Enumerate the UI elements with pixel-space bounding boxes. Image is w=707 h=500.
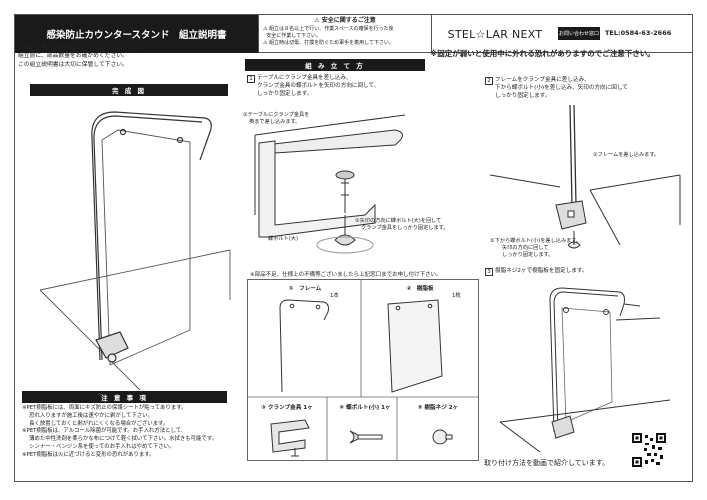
cautions-title: 注 意 事 項: [22, 391, 227, 403]
completion-title: 完 成 図: [30, 84, 228, 96]
warning-icon: ⚠: [263, 26, 268, 33]
assembly-title: 組 み 立 て 方: [245, 59, 425, 71]
part-frame-illustration: [279, 299, 329, 393]
part-clamp-qty: 1ヶ: [303, 405, 313, 411]
warning-icon: ⚠: [314, 17, 320, 24]
step-1-callout-2: ②矢印の方向に蝶ボルト(大)を回して クランプ金具をしっかり固定します。: [355, 218, 449, 232]
step-3-illustration: [499, 287, 671, 453]
step-3-number: 3: [485, 268, 493, 276]
brand-logo: STEL☆LAR NEXT: [447, 27, 543, 41]
safety-line: ⚠ 組立は８名以上で行い、作業スペースの確保を行った後: [263, 26, 394, 33]
wing-bolt-icon: [349, 430, 383, 444]
part-wing-bolt-label: ④ 蝶ボルト(小) 1ヶ: [339, 405, 391, 411]
safety-line: ⚠ 組立時は切傷、打撲を防ぐため軍手を着用して下さい。: [263, 39, 394, 46]
step-1-number: 1: [247, 75, 255, 83]
part-frame-label: ① フレーム: [288, 286, 322, 292]
part-resin-screw-label: ⑤ 樹脂ネジ 2ヶ: [417, 405, 459, 411]
step-2-callout-2: ②下から蝶ボルト(小)を差し込みます。 矢印の方向に回して しっかり固定します。: [490, 238, 582, 259]
safety-notice: ⚠ 安全に関するご注意 ⚠ 組立は８名以上で行い、作業スペースの確保を行った後 …: [258, 15, 432, 53]
bolt-large-label: 蝶ボルト(大): [268, 236, 298, 242]
parts-list: [247, 279, 479, 461]
fixing-warning: ※固定が弱いと使用中に外れる恐れがありますのでご注意下さい。: [430, 49, 655, 58]
resin-screw-icon: [432, 429, 453, 445]
part-clamp-label: ③ クランプ金具 1ヶ: [261, 405, 313, 411]
intro-text: 本品をご購入頂き誠に、ありがとうございます。 組立前に、部品数量をお確かめくださ…: [18, 45, 145, 68]
parts-notice: ※部品不足、仕様上の不備等ございましたら上記窓口までお申し付け下さい。: [250, 272, 442, 278]
safety-title: 安全に関するご注意: [321, 17, 376, 24]
part-resin-board-qty: 1枚: [452, 293, 461, 299]
step-2-number: 2: [485, 77, 493, 85]
completion-illustration: [39, 111, 231, 391]
phone-number[interactable]: TEL:0584-63-2666: [605, 29, 672, 37]
step-1-callout-1: ①テーブルにクランプ金具を 奥まで差し込みます。: [243, 112, 310, 126]
parts-grid-lines: [247, 279, 479, 461]
contact-label: お問い合わせ窓口: [558, 27, 600, 40]
safety-line: 安全に作業して下さい。: [266, 32, 322, 39]
qr-code-icon[interactable]: [632, 433, 666, 467]
step-2-illustration: [489, 104, 681, 249]
video-guide-text: 取り付け方法を動画で紹介しています。: [484, 459, 610, 467]
part-resin-board-label: ② 樹脂板: [406, 286, 434, 292]
part-wing-bolt-qty: 1ヶ: [381, 405, 391, 411]
cautions-list: ※PET樹脂板には、両面にキズ防止の保護シートが貼ってあります。 恐れ入りますが…: [22, 405, 218, 458]
clamp-icon: [270, 419, 310, 457]
part-frame-qty: 1本: [330, 293, 339, 299]
warning-icon: ⚠: [263, 39, 268, 46]
step-1-illustration: [254, 114, 406, 254]
step-2-callout-1: ①フレームを差し込みます。: [593, 152, 660, 158]
part-resin-board-illustration: [387, 299, 443, 393]
part-resin-screw-qty: 2ヶ: [448, 405, 459, 411]
document-title: 感染防止カウンタースタンド 組立説明書: [15, 15, 258, 53]
instruction-sheet: 感染防止カウンタースタンド 組立説明書 ⚠ 安全に関するご注意 ⚠ 組立は８名以…: [14, 14, 693, 482]
header: 感染防止カウンタースタンド 組立説明書 ⚠ 安全に関するご注意 ⚠ 組立は８名以…: [15, 15, 692, 53]
